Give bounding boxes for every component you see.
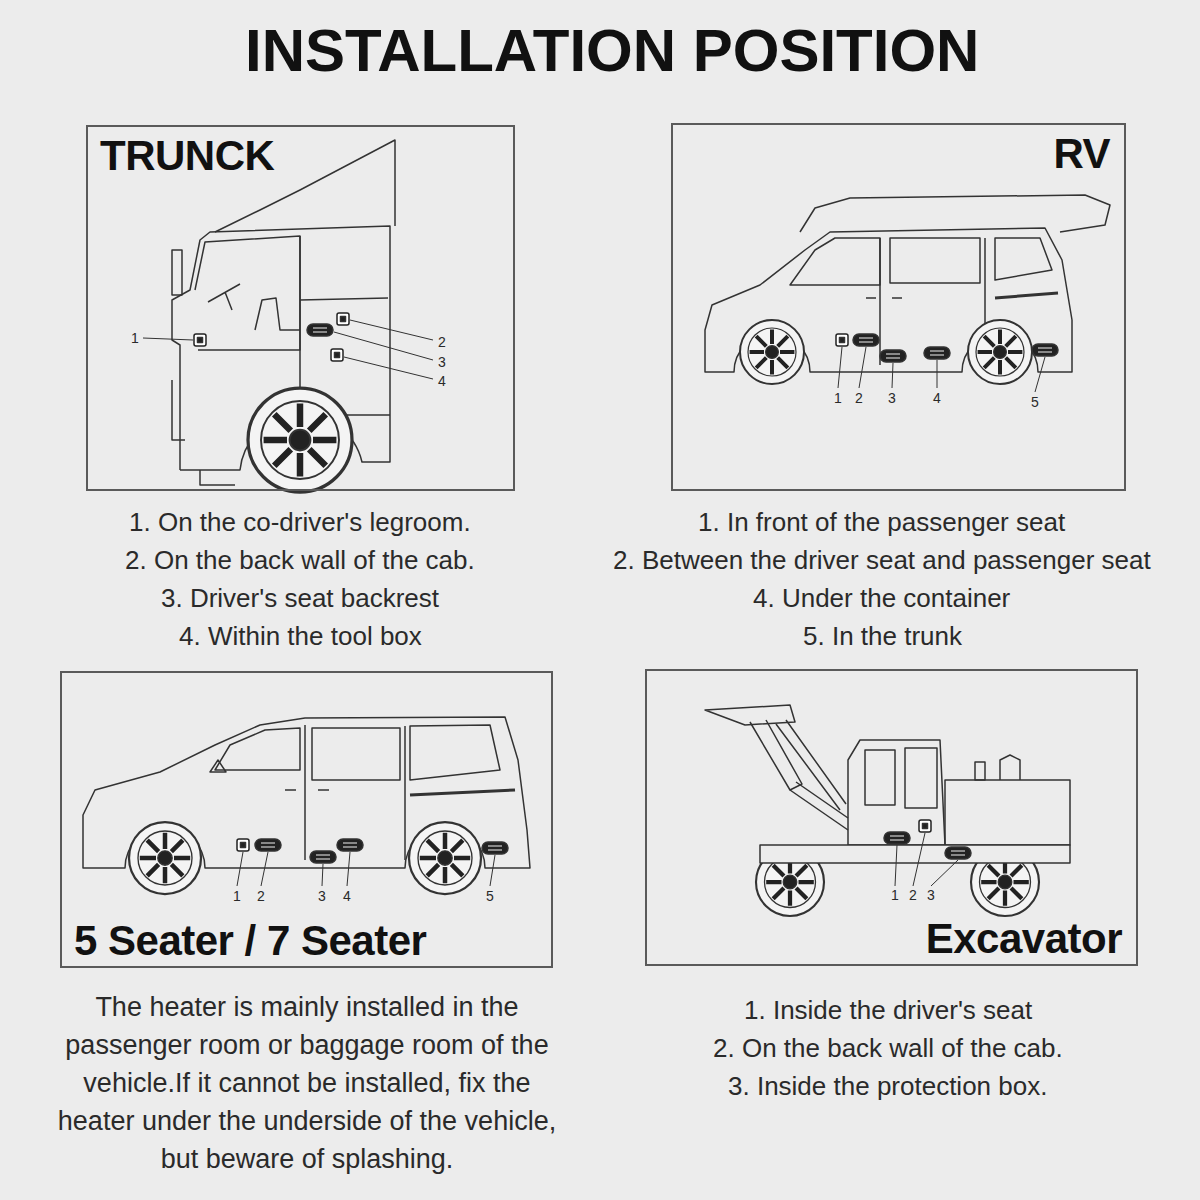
callout-number: 2: [257, 888, 265, 904]
van-illustration-part: [337, 839, 363, 851]
panel-heading: 5 Seater / 7 Seater: [74, 920, 426, 962]
truck-illustration-part: [337, 313, 349, 325]
rv-illustration-part: [740, 320, 804, 384]
position-description: 5. In the trunk: [803, 621, 962, 651]
excavator-illustration-part: [848, 740, 945, 845]
excavator-illustration-part: [776, 720, 846, 810]
van-illustration-part: [409, 822, 481, 894]
vehicle-panel: 5 Seater / 7 Seater: [60, 671, 553, 968]
excavator-illustration-part: [884, 832, 910, 844]
excavator-illustration: [705, 705, 1070, 916]
excavator-illustration-part: [760, 845, 1070, 863]
rv-illustration: [705, 195, 1110, 392]
excavator-illustration-part: [945, 847, 971, 859]
callout-number: 5: [1031, 394, 1039, 410]
callout-number: 1: [891, 887, 899, 903]
truck-illustration-part: [307, 324, 333, 336]
van-illustration-part: [285, 789, 329, 791]
rv-illustration-part: [790, 238, 880, 285]
position-description: 2. On the back wall of the cab.: [713, 1033, 1063, 1063]
vehicle-panel: TRUNCK: [86, 125, 515, 491]
panel-heading: RV: [1053, 133, 1110, 175]
callout-number: 3: [927, 887, 935, 903]
truck-illustration-part: [172, 250, 182, 295]
rv-illustration-part: [995, 238, 1052, 280]
callout-number: 1: [834, 390, 842, 406]
van-illustration-part: [312, 728, 400, 780]
position-description: 3. Driver's seat backrest: [161, 583, 439, 613]
rv-illustration-part: [866, 297, 902, 299]
position-description: 2. Between the driver seat and passenger…: [613, 545, 1151, 575]
rv-illustration-part: [995, 293, 1058, 298]
truck-illustration-part: [195, 236, 300, 350]
position-description: 1. In front of the passenger seat: [698, 507, 1065, 537]
callout-number: 1: [233, 888, 241, 904]
callout-number: 4: [343, 888, 351, 904]
rv-illustration-part: [968, 320, 1032, 384]
callout-number: 3: [318, 888, 326, 904]
rv-illustration-part: [853, 334, 879, 346]
van-illustration-part: [482, 842, 508, 854]
van-illustration-part: [255, 839, 281, 851]
rv-illustration-part: [1032, 344, 1058, 356]
callout-number: 2: [855, 390, 863, 406]
vehicle-panel: RV: [671, 123, 1126, 491]
callout-number: 4: [933, 390, 941, 406]
excavator-illustration-part: [790, 782, 848, 830]
position-description: 4. Within the tool box: [179, 621, 422, 651]
callout-number: 3: [438, 354, 446, 370]
position-description: 2. On the back wall of the cab.: [125, 545, 475, 575]
vehicle-panel: Excavator: [645, 669, 1138, 966]
panel-heading: Excavator: [926, 918, 1122, 960]
position-description: 1. On the co-driver's legroom.: [129, 507, 471, 537]
truck-illustration-part: [331, 349, 343, 361]
excavator-illustration-part: [1000, 755, 1020, 780]
van-illustration-part: [237, 839, 249, 851]
truck-illustration-part: [172, 380, 185, 440]
truck-illustration-part: [255, 298, 300, 330]
rv-illustration-part: [838, 347, 1045, 392]
excavator-illustration-part: [905, 748, 937, 808]
callout-number: 2: [438, 334, 446, 350]
van-illustration-part: [305, 725, 405, 860]
excavator-illustration-part: [919, 820, 931, 832]
callout-number: 1: [131, 330, 139, 346]
excavator-illustration-part: [865, 750, 895, 805]
callout-number: 4: [438, 373, 446, 389]
excavator-illustration-part: [945, 780, 1070, 845]
truck-illustration-part: [194, 334, 206, 346]
callout-number: 5: [486, 888, 494, 904]
van-illustration-part: [310, 851, 336, 863]
page-title: INSTALLATION POSITION: [245, 18, 979, 84]
rv-illustration-part: [880, 350, 906, 362]
truck-illustration-part: [200, 470, 235, 485]
van-illustration-part: [410, 725, 500, 780]
position-description: 3. Inside the protection box.: [728, 1071, 1047, 1101]
van-illustration-part: [237, 852, 495, 886]
panel-heading: TRUNCK: [100, 135, 274, 177]
van-illustration: [83, 717, 530, 894]
rv-illustration-part: [836, 334, 848, 346]
rv-illustration-part: [800, 195, 1110, 232]
rv-illustration-part: [890, 238, 980, 283]
callout-number: 2: [909, 887, 917, 903]
note-paragraph: The heater is mainly installed in the pa…: [52, 988, 562, 1178]
van-illustration-part: [210, 760, 226, 772]
callout-number: 3: [888, 390, 896, 406]
truck-illustration-part: [208, 284, 240, 310]
rv-illustration-part: [924, 347, 950, 359]
excavator-illustration-part: [975, 762, 985, 780]
van-illustration-part: [215, 728, 300, 770]
excavator-illustration-part: [895, 833, 958, 886]
van-illustration-part: [129, 822, 201, 894]
van-illustration-part: [410, 790, 515, 795]
truck-illustration-part: [248, 388, 352, 492]
truck-illustration-part: [143, 320, 433, 379]
position-description: 4. Under the container: [753, 583, 1010, 613]
truck-illustration-part: [300, 298, 388, 300]
position-description: 1. Inside the driver's seat: [744, 995, 1032, 1025]
truck-illustration: [143, 140, 433, 492]
